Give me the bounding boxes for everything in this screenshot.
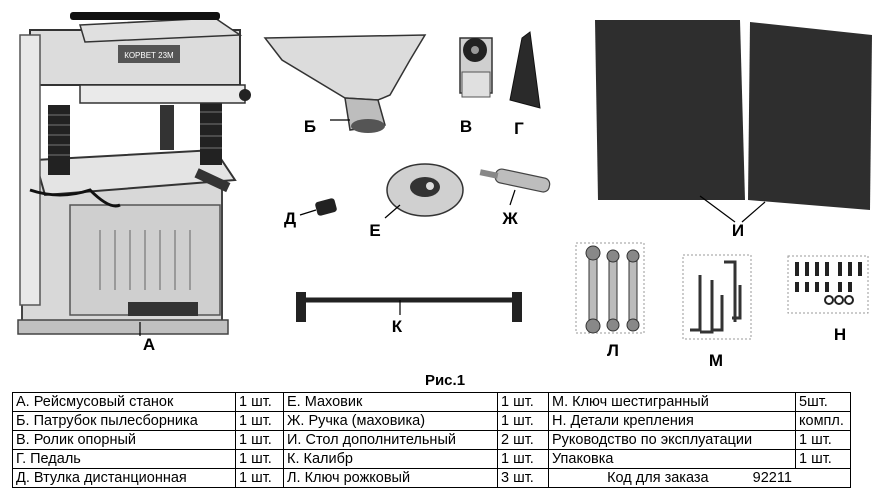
table-row: Г. Педаль 1 шт. К. Калибр 1 шт. Упаковка… [12, 449, 851, 469]
item-name: Ж. Ручка (маховика) [283, 411, 498, 431]
support-roller-illustration: В [459, 37, 493, 136]
order-code-cell: Код для заказа 92211 [548, 468, 851, 488]
label-n: Н [834, 325, 846, 344]
item-qty: 3 шт. [497, 468, 549, 488]
item-qty: 1 шт. [795, 449, 851, 469]
order-code-value: 92211 [752, 470, 792, 486]
item-name: Руководство по эксплуатации [548, 430, 796, 450]
item-qty: 2 шт. [497, 430, 549, 450]
planer-machine-illustration: КОРВЕТ 23М А [17, 12, 251, 354]
label-l: Л [607, 341, 619, 360]
label-v: В [460, 117, 472, 136]
spacer-sleeve-illustration: Д [284, 198, 337, 228]
handle-illustration: Ж [479, 168, 551, 228]
dust-hood-illustration: Б [263, 34, 427, 136]
item-qty: 1 шт. [235, 449, 284, 469]
item-qty: компл. [795, 411, 851, 431]
item-qty: 1 шт. [795, 430, 851, 450]
label-a: А [143, 335, 155, 354]
fasteners-illustration: Н [787, 255, 869, 344]
item-qty: 1 шт. [235, 468, 284, 488]
pedal-illustration: Г [509, 31, 541, 138]
table-row: Д. Втулка дистанционная 1 шт. Л. Ключ ро… [12, 468, 851, 488]
label-g: Г [514, 119, 524, 138]
item-qty: 1 шт. [235, 392, 284, 412]
table-row: В. Ролик опорный 1 шт. И. Стол дополните… [12, 430, 851, 450]
item-name: Упаковка [548, 449, 796, 469]
label-b: Б [304, 117, 316, 136]
parts-list-table: А. Рейсмусовый станок 1 шт. Е. Маховик 1… [12, 392, 851, 488]
item-name: Н. Детали крепления [548, 411, 796, 431]
label-k: К [392, 317, 403, 336]
item-name: К. Калибр [283, 449, 498, 469]
item-qty: 1 шт. [497, 411, 549, 431]
item-qty: 1 шт. [235, 430, 284, 450]
handwheel-illustration: Е [369, 163, 464, 240]
caliper-illustration: К [296, 292, 522, 336]
item-name: Е. Маховик [283, 392, 498, 412]
parts-figure: КОРВЕТ 23М А Б В Г Д [17, 12, 872, 370]
extension-tables-illustration: И [595, 20, 872, 240]
order-code-label: Код для заказа [607, 470, 709, 486]
label-zh: Ж [501, 209, 518, 228]
table-row: А. Рейсмусовый станок 1 шт. Е. Маховик 1… [12, 392, 851, 412]
item-name: Б. Патрубок пылесборника [12, 411, 236, 431]
table-row: Б. Патрубок пылесборника 1 шт. Ж. Ручка … [12, 411, 851, 431]
item-name: М. Ключ шестигранный [548, 392, 796, 412]
label-d: Д [284, 209, 296, 228]
item-name: В. Ролик опорный [12, 430, 236, 450]
label-e: Е [369, 221, 380, 240]
wrenches-illustration: Л [575, 242, 645, 360]
item-name: Л. Ключ рожковый [283, 468, 498, 488]
figure-caption: Рис.1 [424, 372, 466, 389]
hex-keys-illustration: М [682, 254, 752, 370]
item-qty: 1 шт. [497, 392, 549, 412]
label-m: М [709, 351, 723, 370]
item-name: И. Стол дополнительный [283, 430, 498, 450]
item-name: Г. Педаль [12, 449, 236, 469]
label-i: И [732, 221, 744, 240]
item-qty: 5шт. [795, 392, 851, 412]
machine-plate: КОРВЕТ 23М [124, 51, 174, 60]
item-name: Д. Втулка дистанционная [12, 468, 236, 488]
item-qty: 1 шт. [235, 411, 284, 431]
item-qty: 1 шт. [497, 449, 549, 469]
item-name: А. Рейсмусовый станок [12, 392, 236, 412]
